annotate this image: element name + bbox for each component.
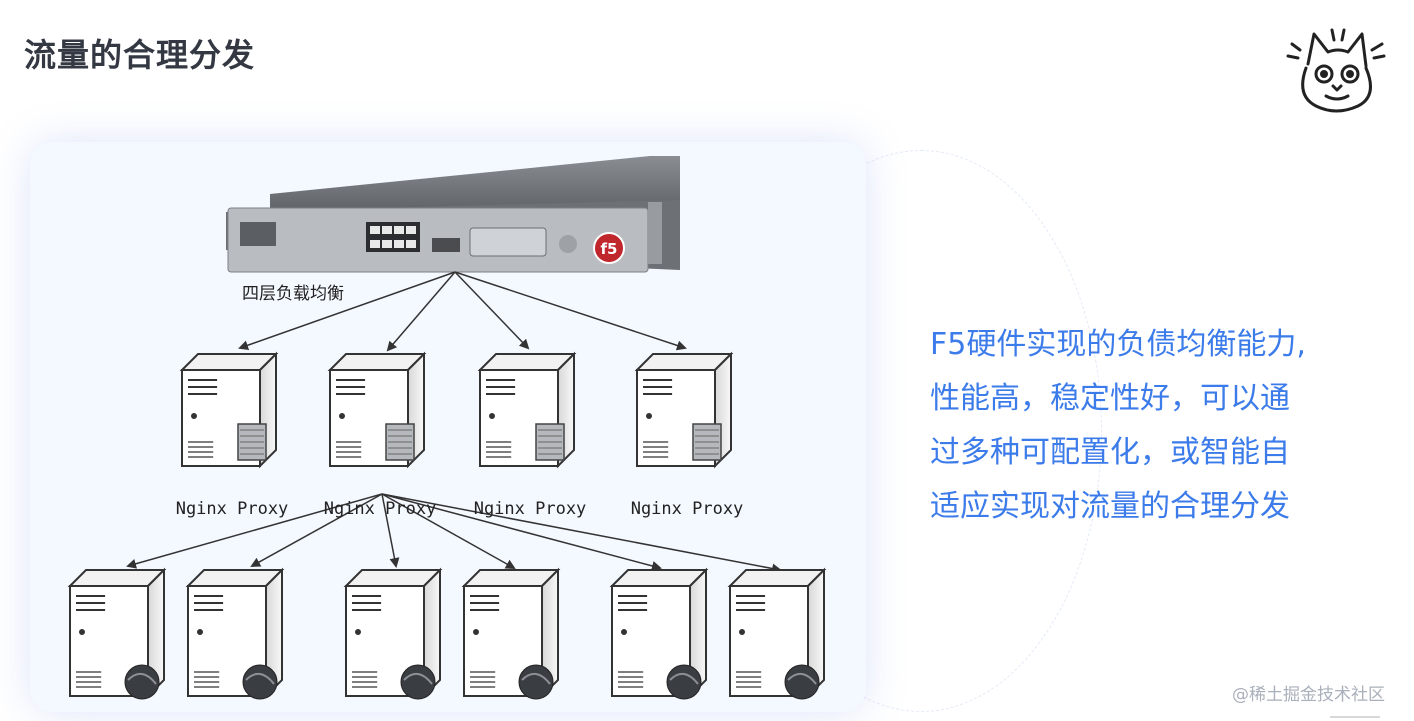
backend-server: [727, 567, 827, 700]
connector-arrow: [126, 493, 383, 569]
connector-arrow: [381, 493, 516, 569]
proxy-label: Nginx Proxy: [631, 499, 744, 519]
description-line: 性能高，稳定性好，可以通: [930, 381, 1290, 416]
proxy-label: Nginx Proxy: [324, 499, 437, 519]
description: F5硬件实现的负债均衡能力, 性能高，稳定性好，可以通 过多种可配置化，或智能自…: [930, 318, 1390, 534]
proxy-server: [179, 351, 279, 469]
f5-badge: f5: [601, 240, 618, 258]
backend-server: [461, 567, 561, 700]
connectors: [126, 271, 782, 574]
f5-device: f5: [226, 156, 680, 273]
backend-servers: [67, 567, 827, 700]
corner-divider: [1330, 716, 1380, 718]
proxy-label: Nginx Proxy: [474, 499, 587, 519]
connector-arrow: [238, 271, 456, 351]
connector-arrow: [381, 493, 782, 574]
description-line: 过多种可配置化，或智能自: [930, 435, 1290, 470]
connector-arrow: [381, 493, 662, 571]
backend-server: [343, 567, 443, 700]
description-line: 适应实现对流量的合理分发: [930, 489, 1290, 524]
page-title: 流量的合理分发: [24, 36, 256, 74]
watermark: @稀土掘金技术社区: [1232, 685, 1385, 705]
connector-arrow: [454, 271, 687, 351]
connector-arrow: [381, 493, 400, 568]
backend-server: [609, 567, 709, 700]
proxy-server: [327, 351, 427, 469]
backend-server: [67, 567, 167, 700]
description-line: F5硬件实现的负债均衡能力,: [930, 327, 1306, 362]
proxy-server: [477, 351, 577, 469]
connector-arrow: [454, 271, 530, 350]
l4-load-balancer-label: 四层负载均衡: [242, 284, 344, 304]
cat-logo-icon: [1286, 28, 1386, 113]
connector-arrow: [386, 271, 456, 352]
proxy-label: Nginx Proxy: [176, 499, 289, 519]
proxy-server: [634, 351, 734, 469]
connector-arrow: [250, 493, 383, 567]
proxy-servers: Nginx Proxy Nginx Proxy Nginx Proxy Nginx P…: [176, 351, 744, 519]
backend-server: [185, 567, 285, 700]
